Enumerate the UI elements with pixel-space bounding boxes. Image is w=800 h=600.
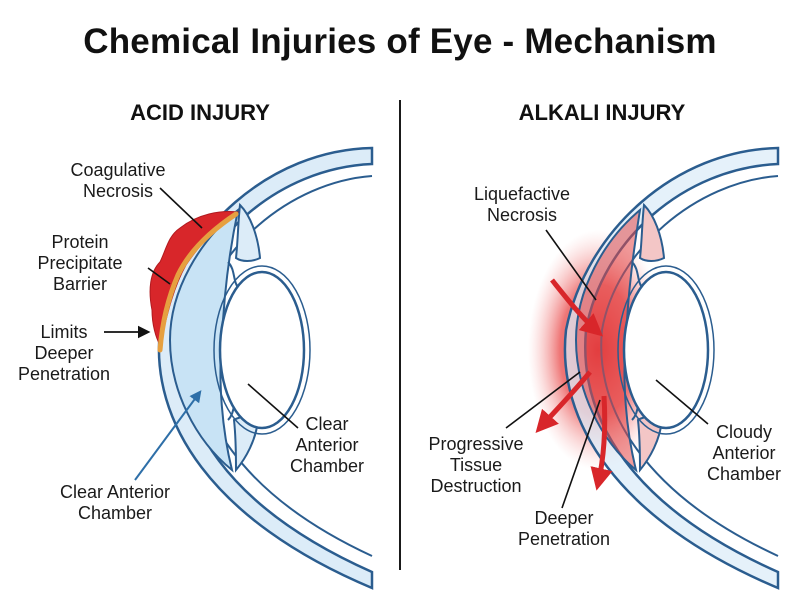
alkali-red-arrow-1 [550,278,604,337]
alkali-anterior-chamber [574,207,642,473]
acid-eye [104,146,374,590]
alkali-cloudy-leader [655,379,709,425]
acid-label-limits: Limits Deeper Penetration [17,322,111,384]
acid-label-coagulative: Coagulative Necrosis [70,160,166,201]
panel-divider [399,100,401,570]
alkali-liquefactive-leader [545,229,597,301]
acid-clear-right-leader [247,383,299,429]
alkali-eye [505,146,780,590]
acid-clear-chamber-arrow [134,390,202,481]
alkali-lens [622,270,710,430]
alkali-progressive-leader [505,371,581,429]
acid-coagulative-leader [159,187,203,229]
acid-protein-barrier [157,211,239,353]
acid-label-clear-bottom: Clear Anterior Chamber [59,482,171,523]
alkali-label-progressive: Progressive Tissue Destruction [428,434,524,496]
acid-protein-leader [147,267,171,285]
alkali-red-arrow-3 [590,395,613,491]
acid-heading: ACID INJURY [130,100,270,125]
alkali-deeper-leader [561,399,601,509]
alkali-label-liquefactive: Liquefactive Necrosis [473,184,571,225]
alkali-label-cloudy: Cloudy Anterior Chamber [706,422,782,484]
acid-anterior-chamber [168,207,240,473]
acid-label-protein: Protein Precipitate Barrier [37,232,123,294]
alkali-heading: ALKALI INJURY [518,100,686,125]
alkali-label-deeper: Deeper Penetration [517,508,611,549]
alkali-red-arrow-2 [535,370,592,434]
acid-lens [218,270,306,430]
acid-label-clear-right: Clear Anterior Chamber [289,414,365,476]
page-title: Chemical Injuries of Eye - Mechanism [83,22,717,61]
